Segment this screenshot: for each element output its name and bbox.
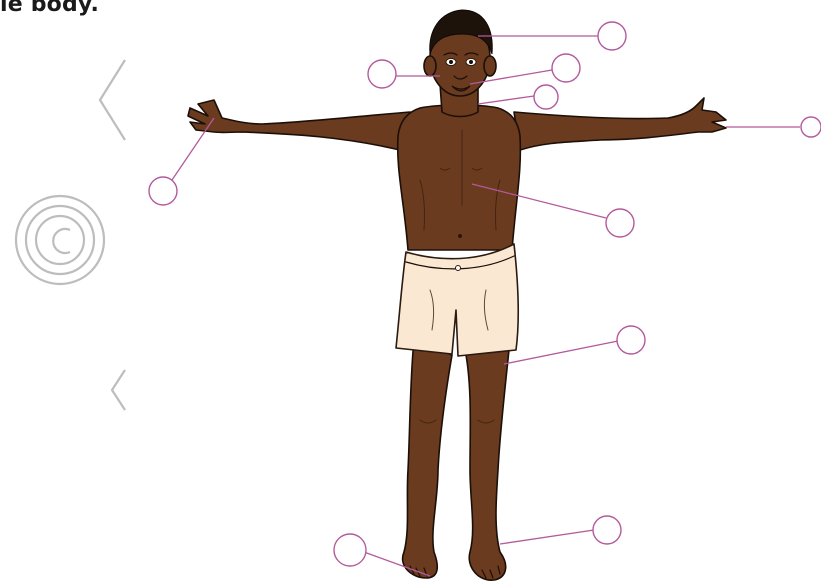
right-leg: [403, 340, 452, 578]
navel: [458, 234, 462, 238]
ear-left-drawing: [424, 56, 436, 76]
label-bubble-chest: [606, 209, 634, 237]
label-bubble-left-foot: [593, 516, 621, 544]
watermark-copyright-symbol: [16, 196, 104, 284]
label-left-hand[interactable]: [726, 117, 821, 137]
watermark-chevron-top: [100, 60, 125, 140]
head: [424, 10, 496, 96]
label-bubble-hair: [598, 22, 626, 50]
label-bubble-neck: [534, 85, 558, 109]
label-bubble-left-hand: [801, 117, 821, 137]
torso: [398, 105, 521, 250]
label-bubble-leg: [617, 326, 645, 354]
label-bubble-right-hand: [149, 177, 177, 205]
shorts: [396, 244, 518, 356]
label-left-foot[interactable]: [500, 516, 621, 544]
right-arm: [188, 100, 410, 150]
label-bubble-right-foot: [334, 534, 366, 566]
label-neck[interactable]: [478, 85, 558, 109]
button: [456, 266, 461, 271]
boy-figure: [188, 10, 726, 580]
label-hair[interactable]: [478, 22, 626, 50]
ear-right-drawing: [484, 56, 496, 76]
watermark: [16, 60, 125, 410]
watermark-chevron-bottom: [112, 370, 125, 410]
label-bubble-ear: [368, 60, 396, 88]
label-leg[interactable]: [504, 326, 645, 364]
label-bubble-nose: [552, 54, 580, 82]
